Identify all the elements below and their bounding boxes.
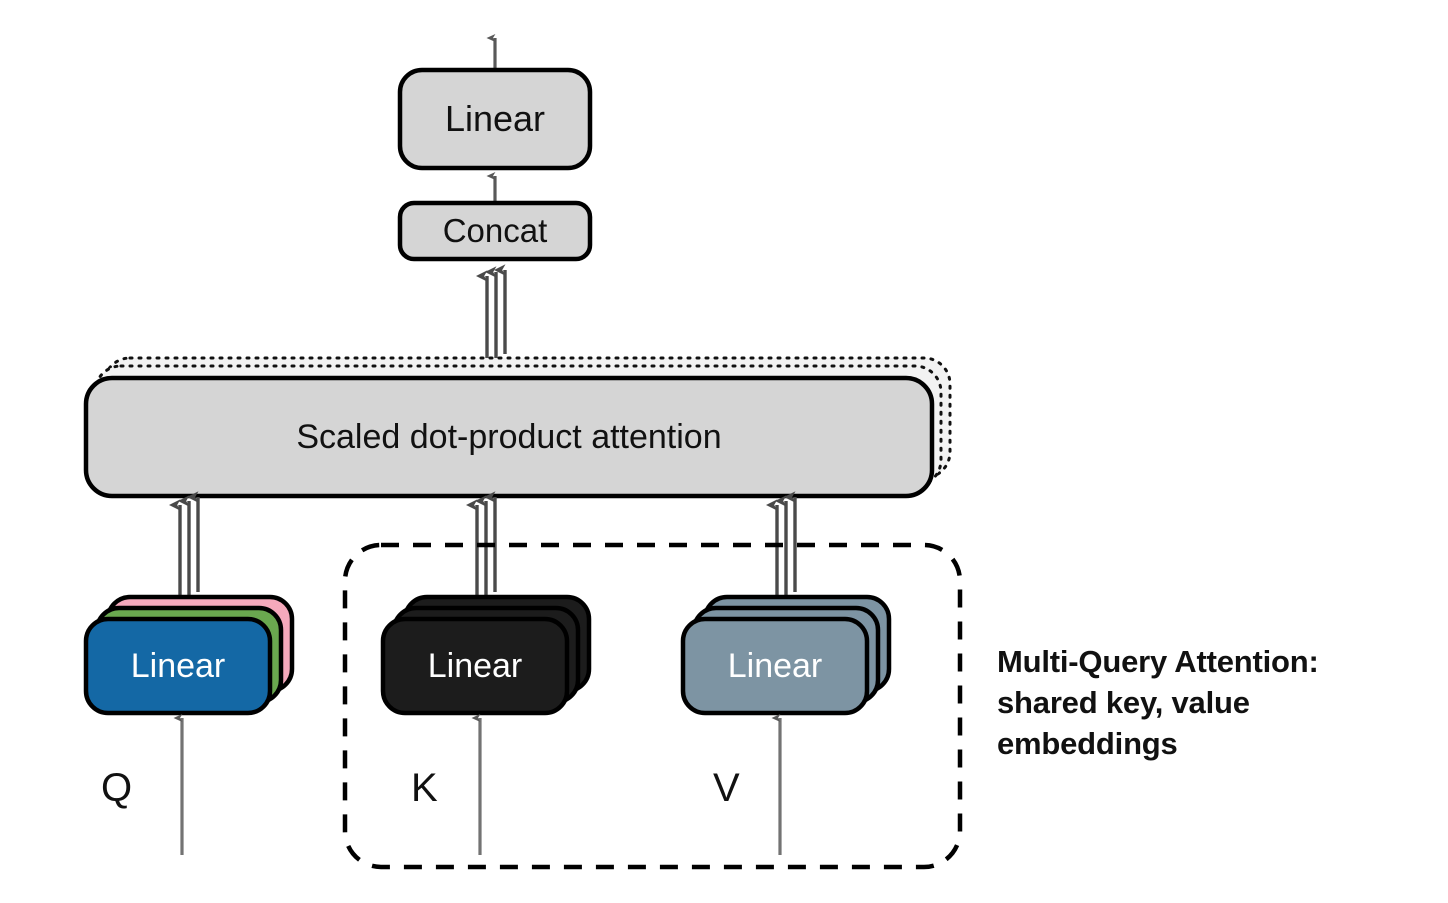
key-linear-stack[interactable] [380, 594, 592, 716]
input-label-key: K [411, 766, 438, 810]
query-linear-layer-front [83, 616, 273, 716]
value-linear-stack[interactable] [680, 594, 892, 716]
output-linear-block[interactable] [397, 67, 593, 171]
arrow-query-to-attention [169, 491, 200, 604]
attention-block[interactable] [83, 375, 935, 499]
value-linear-layer-front [680, 616, 870, 716]
query-linear-stack[interactable] [83, 594, 295, 716]
shared-kv-group-box [342, 542, 963, 870]
arrow-value-to-attention [766, 491, 797, 604]
key-linear-layer-front [380, 616, 570, 716]
annotation-line-3: embeddings [997, 725, 1178, 761]
arrow-key-to-attention [466, 491, 497, 604]
arrow-attention-to-concat [476, 264, 507, 370]
annotation-line-1: Multi-Query Attention: [997, 644, 1319, 679]
annotation-line-2: shared key, value [997, 684, 1250, 720]
input-label-value: V [713, 766, 740, 810]
multi-query-annotation: Multi-Query Attention: shared key, value… [997, 642, 1417, 765]
concat-block[interactable] [397, 200, 593, 262]
input-label-query: Q [101, 766, 133, 810]
